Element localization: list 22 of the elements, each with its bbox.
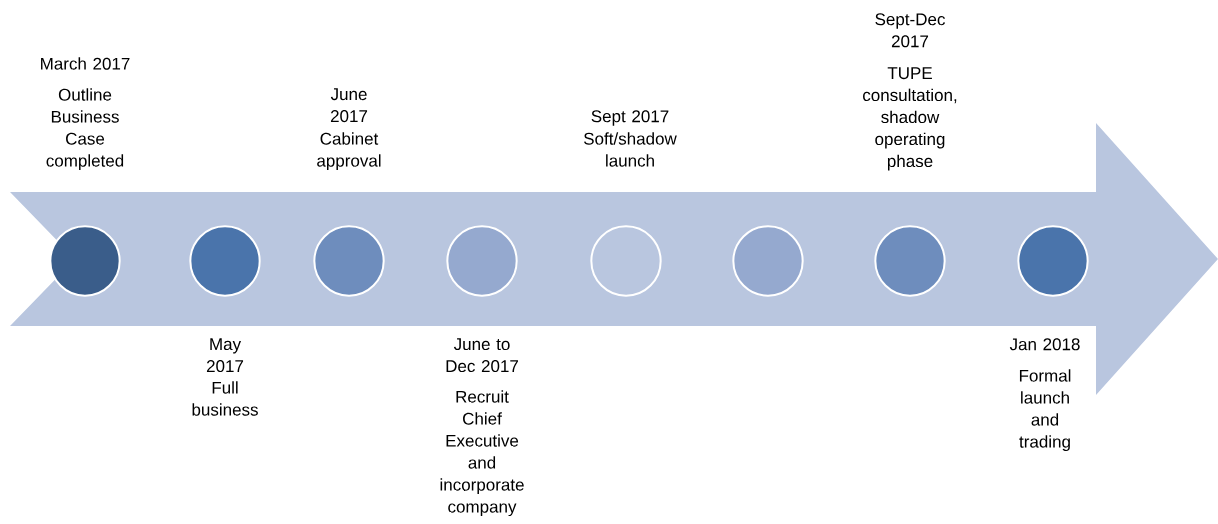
milestone-description: Cabinet approval (317, 132, 381, 171)
date-label: May 2017 (206, 338, 244, 373)
milestone-circle (313, 225, 385, 297)
milestone-description: Soft/shadow launch (584, 132, 677, 167)
date-label: Sept 2017 (591, 110, 669, 126)
milestone-circle (49, 225, 121, 297)
milestone-circle (874, 225, 946, 297)
milestone-circle (189, 225, 261, 297)
date-label: Jan 2018 (1009, 338, 1080, 351)
milestone-circle (732, 225, 804, 297)
milestone-description: Full business (192, 381, 258, 416)
date-label: March 2017 (41, 57, 130, 70)
milestone-circle (590, 225, 662, 297)
date-label: June 2017 (330, 88, 368, 123)
milestone-description: Outline Business Case completed (46, 88, 124, 171)
milestone-circle (446, 225, 518, 297)
date-label: June to Dec 2017 (446, 338, 518, 373)
milestone-circle (1017, 225, 1089, 297)
milestone-description: Formal launch and trading (1019, 369, 1071, 452)
milestone-description: Recruit Chief Executive and incorporate company (440, 390, 524, 517)
milestone-description: TUPE consultation, shadow operating phase (863, 67, 957, 171)
date-label: Sept-Dec 2017 (875, 13, 945, 48)
